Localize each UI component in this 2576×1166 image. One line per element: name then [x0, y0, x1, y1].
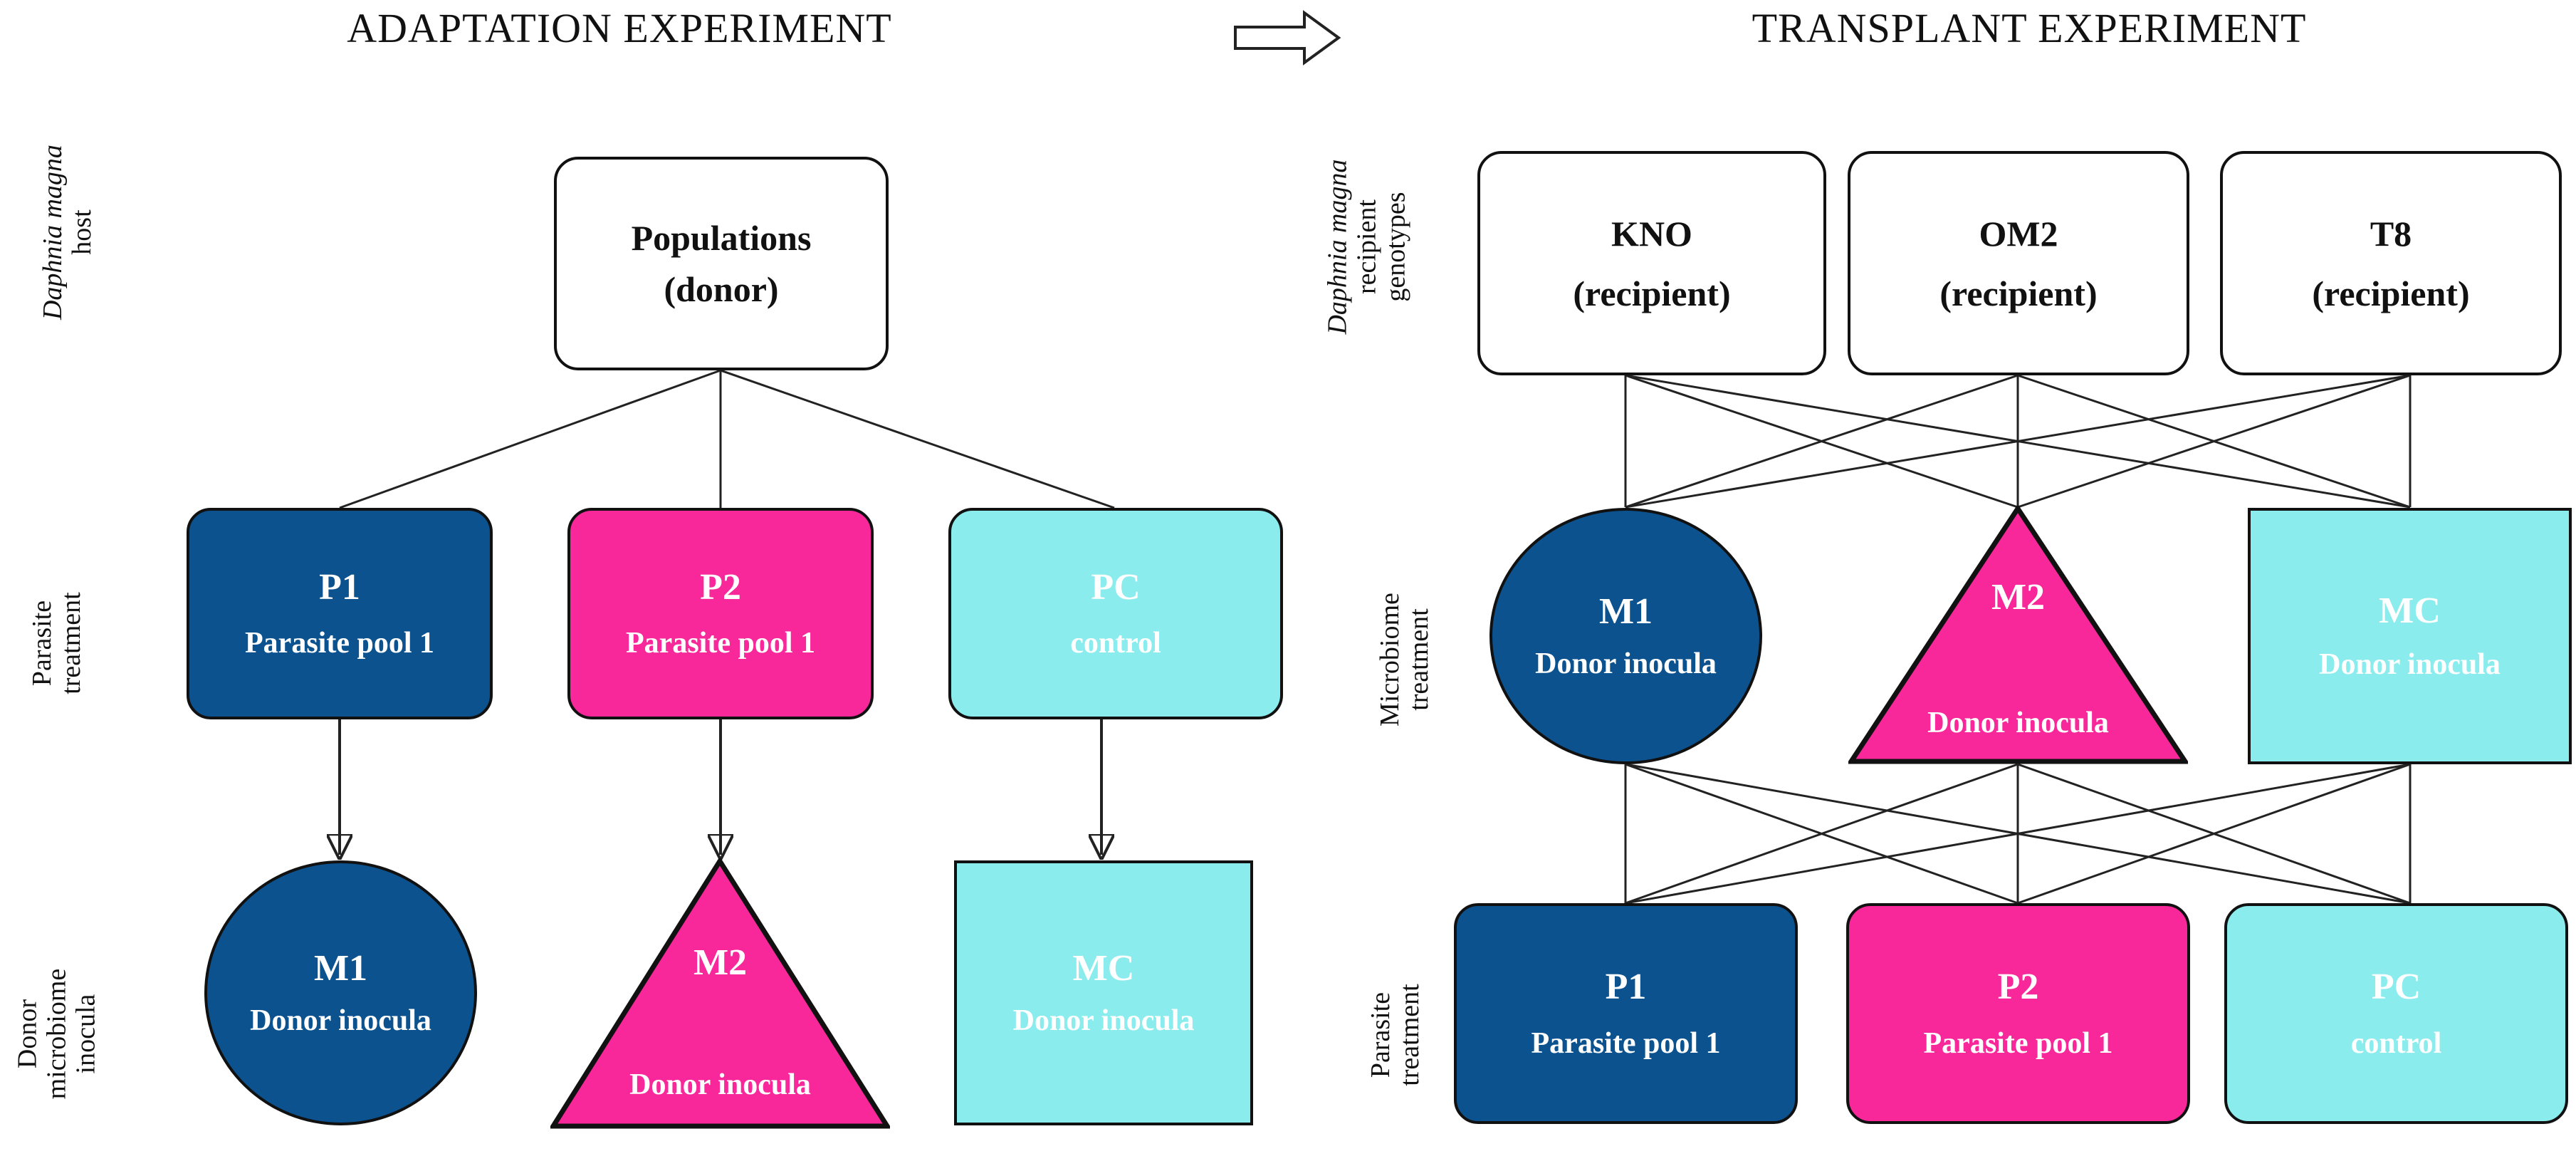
node-right-pc[interactable]: PC control [2224, 903, 2568, 1124]
left-panel-title: ADAPTATION EXPERIMENT [347, 5, 892, 51]
right-row-label-parasite: Parasite treatment [1365, 984, 1425, 1086]
node-left-mc[interactable]: MC Donor inocula [954, 860, 1253, 1125]
left-row-label-parasite: Parasite treatment [26, 592, 86, 694]
left-row-label-inocula: Donor microbiome inocula [12, 968, 101, 1100]
left-row-label-host: Daphnia magna host [37, 145, 97, 321]
right-row-label-genotypes: Daphnia magna recipient genotypes [1322, 159, 1411, 335]
node-left-pc[interactable]: PC control [948, 508, 1283, 719]
node-right-p2[interactable]: P2 Parasite pool 1 [1846, 903, 2190, 1124]
node-right-p1[interactable]: P1 Parasite pool 1 [1454, 903, 1798, 1124]
right-row-label-microbiome: Microbiome treatment [1374, 593, 1434, 727]
node-left-p2[interactable]: P2 Parasite pool 1 [567, 508, 874, 719]
node-genotype-t8[interactable]: T8 (recipient) [2220, 151, 2562, 375]
diagram-canvas: ADAPTATION EXPERIMENT TRANSPLANT EXPERIM… [12, 5, 2572, 1129]
node-left-m1[interactable]: M1 Donor inocula [204, 860, 477, 1125]
node-right-mc[interactable]: MC Donor inocula [2248, 508, 2572, 764]
node-right-m1[interactable]: M1 Donor inocula [1489, 508, 1762, 764]
left-tree-links [339, 369, 1115, 509]
triangle-shape-icon [550, 858, 890, 1129]
node-left-p1[interactable]: P1 Parasite pool 1 [187, 508, 493, 719]
triangle-shape-icon [1848, 506, 2188, 764]
left-inocula-arrows [340, 719, 1101, 855]
node-genotype-kno[interactable]: KNO (recipient) [1477, 151, 1826, 375]
right-panel-title: TRANSPLANT EXPERIMENT [1752, 5, 2307, 51]
node-genotype-om2[interactable]: OM2 (recipient) [1848, 151, 2189, 375]
right-microbiome-parasite-links [1624, 763, 2412, 905]
node-left-m2[interactable]: M2 Donor inocula [550, 858, 890, 1129]
right-genotype-microbiome-links [1624, 374, 2412, 509]
node-populations-donor[interactable]: Populations (donor) [554, 157, 889, 370]
node-right-m2[interactable]: M2 Donor inocula [1848, 506, 2188, 764]
